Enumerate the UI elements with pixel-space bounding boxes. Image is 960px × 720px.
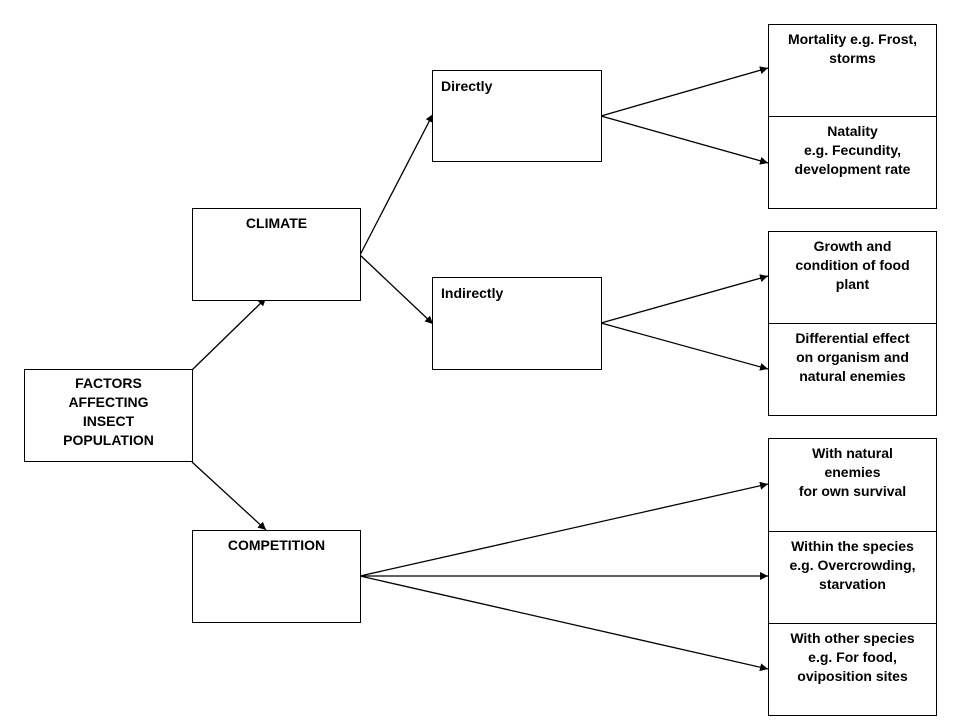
directly-node-label: Directly [441,78,493,94]
other-species-node: With other species e.g. For food, ovipos… [768,623,937,716]
differential-effect-node: Differential effect on organism and natu… [768,323,937,416]
arrow-competition-to-natural-enemies [359,481,769,577]
natality-node-label: Natality e.g. Fecundity, development rat… [794,123,911,177]
arrow-root-to-competition [191,461,267,531]
root-node: FACTORS AFFECTING INSECT POPULATION [24,369,193,462]
climate-node: CLIMATE [192,208,361,301]
differential-effect-node-label: Differential effect on organism and natu… [795,330,910,384]
mortality-node: Mortality e.g. Frost, storms [768,24,937,117]
arrow-indirectly-to-differential [600,322,769,371]
root-node-label: FACTORS AFFECTING INSECT POPULATION [63,375,154,448]
arrow-competition-to-other-species [359,575,769,672]
arrow-climate-to-directly [359,113,434,256]
indirectly-node-label: Indirectly [441,285,504,301]
indirectly-node: Indirectly [432,277,602,370]
natural-enemies-node: With natural enemies for own survival [768,438,937,532]
within-species-node: Within the species e.g. Overcrowding, st… [768,531,937,624]
arrow-directly-to-natality [600,115,769,165]
arrow-climate-to-indirectly [359,254,434,325]
growth-node-label: Growth and condition of food plant [795,238,910,292]
competition-node: COMPETITION [192,530,361,623]
arrow-indirectly-to-growth [600,274,769,324]
competition-node-label: COMPETITION [227,537,326,553]
natural-enemies-node-label: With natural enemies for own survival [798,445,907,499]
natality-node: Natality e.g. Fecundity, development rat… [768,116,937,209]
other-species-node-label: With other species e.g. For food, ovipos… [790,630,915,684]
mortality-node-label: Mortality e.g. Frost, storms [787,31,918,66]
within-species-node-label: Within the species e.g. Overcrowding, st… [789,538,916,592]
arrow-root-to-climate [191,297,267,371]
arrow-directly-to-mortality [600,66,769,117]
growth-node: Growth and condition of food plant [768,231,937,324]
directly-node: Directly [432,70,602,162]
climate-node-label: CLIMATE [245,215,308,231]
